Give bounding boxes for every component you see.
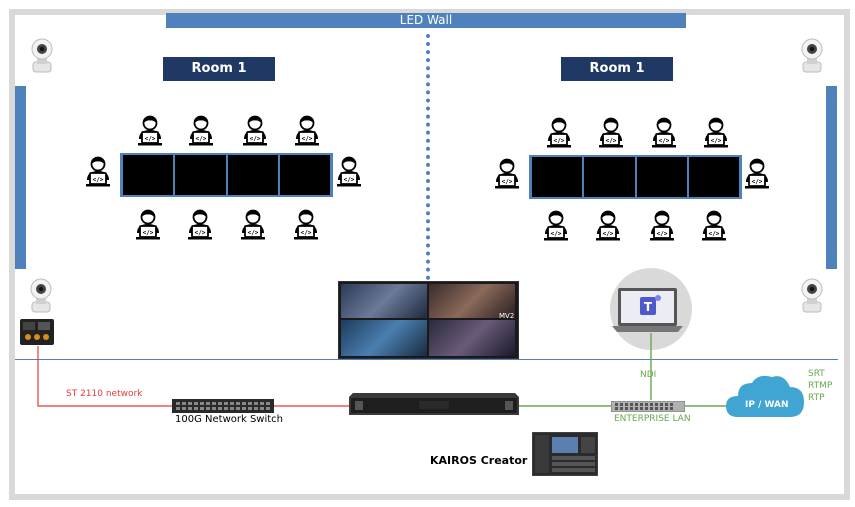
side-wall-right bbox=[826, 86, 837, 269]
protocol-rtp: RTP bbox=[808, 393, 825, 403]
switch-icon bbox=[172, 399, 274, 413]
converter-box-icon bbox=[20, 319, 54, 345]
protocol-srt: SRT bbox=[808, 369, 825, 379]
lan-switch-icon bbox=[611, 401, 685, 412]
table-right bbox=[529, 155, 742, 199]
lan-label: ENTERPRISE LAN bbox=[614, 414, 691, 424]
svg-text:T: T bbox=[644, 300, 653, 314]
table-left bbox=[120, 153, 333, 197]
multiviewer-screen: MV2 bbox=[338, 281, 519, 359]
floor-line bbox=[15, 359, 838, 360]
cloud-label: IP / WAN bbox=[745, 400, 789, 410]
protocol-rtmp: RTMP bbox=[808, 381, 833, 391]
multiviewer-tag: MV2 bbox=[499, 312, 515, 320]
room-title-right: Room 1 bbox=[561, 57, 673, 81]
cloud-icon bbox=[726, 375, 804, 417]
teams-laptop-icon: T bbox=[612, 288, 683, 332]
side-wall-left bbox=[15, 86, 26, 269]
server-icon bbox=[349, 393, 519, 415]
st2110-label: ST 2110 network bbox=[66, 389, 143, 399]
room-divider bbox=[426, 34, 430, 280]
switch-label: 100G Network Switch bbox=[175, 414, 284, 425]
kairos-creator-screen bbox=[532, 432, 598, 476]
room-title-left: Room 1 bbox=[163, 57, 275, 81]
led-wall: LED Wall bbox=[166, 13, 686, 28]
ndi-label: NDI bbox=[640, 370, 657, 380]
kairos-label: KAIROS Creator bbox=[430, 454, 528, 467]
